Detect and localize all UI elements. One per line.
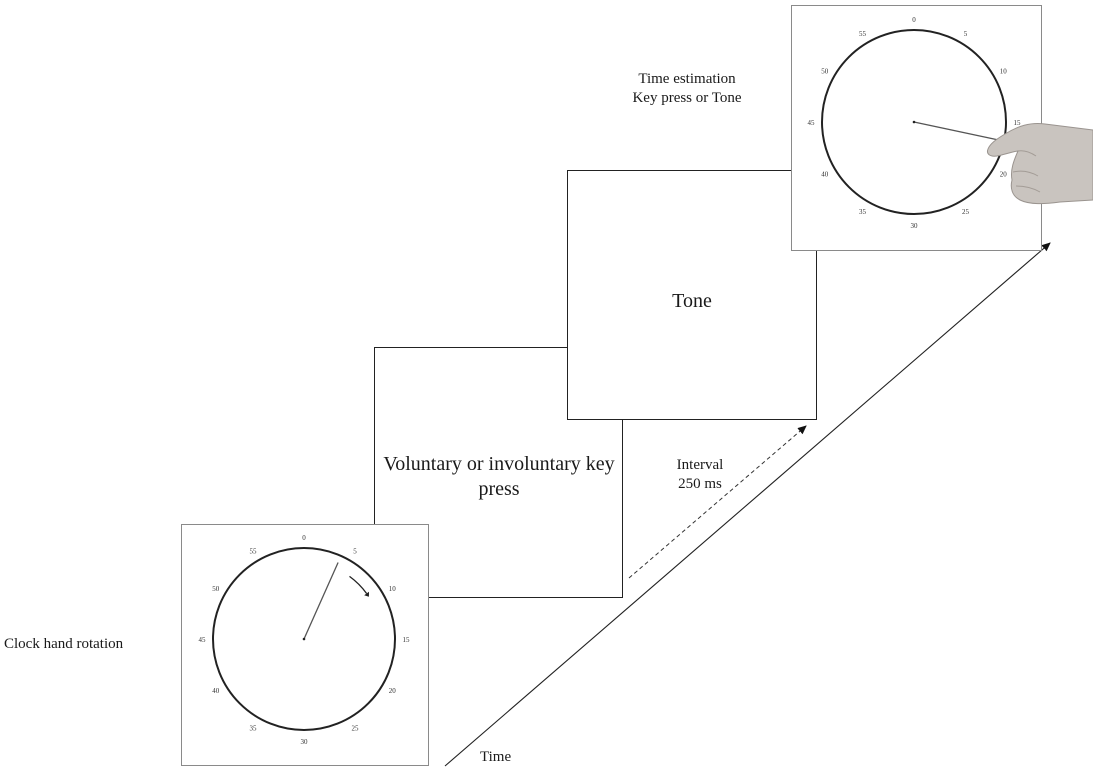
clock-number-45: 45 bbox=[199, 636, 207, 644]
clock-number-50: 50 bbox=[821, 68, 829, 76]
clock-number-20: 20 bbox=[1000, 171, 1008, 179]
time-axis-label: Time bbox=[480, 748, 530, 767]
clock-number-40: 40 bbox=[821, 171, 829, 179]
clock-number-25: 25 bbox=[962, 208, 970, 216]
tone-label: Tone bbox=[568, 289, 816, 314]
interval-label-line2: 250 ms bbox=[650, 475, 750, 494]
estimation-label-line1: Time estimation bbox=[602, 70, 772, 89]
clock-face: 0 5 10 15 20 25 30 35 40 45 50 55 bbox=[792, 6, 1043, 252]
clock-center-dot bbox=[913, 121, 916, 124]
clock-number-15: 15 bbox=[403, 636, 411, 644]
clock-center-dot bbox=[303, 638, 306, 641]
clock-number-40: 40 bbox=[212, 687, 220, 695]
clock-hand bbox=[304, 563, 338, 640]
clock-panel-start: 0 5 10 15 20 25 30 35 40 45 50 55 bbox=[181, 524, 429, 766]
clock-number-15: 15 bbox=[1014, 119, 1022, 127]
rotation-arrow-icon bbox=[350, 576, 367, 593]
interval-label-line1: Interval bbox=[650, 456, 750, 475]
clock-rotation-label: Clock hand rotation bbox=[4, 635, 174, 654]
estimation-label-line2: Key press or Tone bbox=[602, 89, 772, 108]
clock-number-10: 10 bbox=[389, 585, 397, 593]
clock-number-45: 45 bbox=[808, 119, 816, 127]
estimation-label: Time estimation Key press or Tone bbox=[602, 70, 772, 108]
clock-number-55: 55 bbox=[859, 30, 867, 38]
tone-panel: Tone bbox=[567, 170, 817, 420]
clock-number-20: 20 bbox=[389, 687, 397, 695]
clock-number-50: 50 bbox=[212, 585, 220, 593]
clock-number-0: 0 bbox=[912, 16, 916, 24]
clock-face: 0 5 10 15 20 25 30 35 40 45 50 55 bbox=[182, 525, 430, 767]
interval-dashed-arrow bbox=[629, 426, 806, 578]
clock-number-5: 5 bbox=[353, 548, 357, 556]
interval-label: Interval 250 ms bbox=[650, 456, 750, 494]
clock-number-55: 55 bbox=[250, 548, 258, 556]
key-press-label: Voluntary or involuntary key press bbox=[379, 452, 619, 502]
clock-hand bbox=[914, 122, 997, 140]
clock-number-10: 10 bbox=[1000, 68, 1008, 76]
clock-number-35: 35 bbox=[859, 208, 867, 216]
clock-panel-estimation: 0 5 10 15 20 25 30 35 40 45 50 55 bbox=[791, 5, 1042, 251]
clock-number-30: 30 bbox=[301, 738, 309, 746]
clock-number-5: 5 bbox=[964, 30, 968, 38]
clock-number-30: 30 bbox=[911, 222, 919, 230]
clock-number-0: 0 bbox=[302, 534, 306, 542]
clock-number-25: 25 bbox=[352, 724, 360, 732]
clock-number-35: 35 bbox=[250, 724, 258, 732]
